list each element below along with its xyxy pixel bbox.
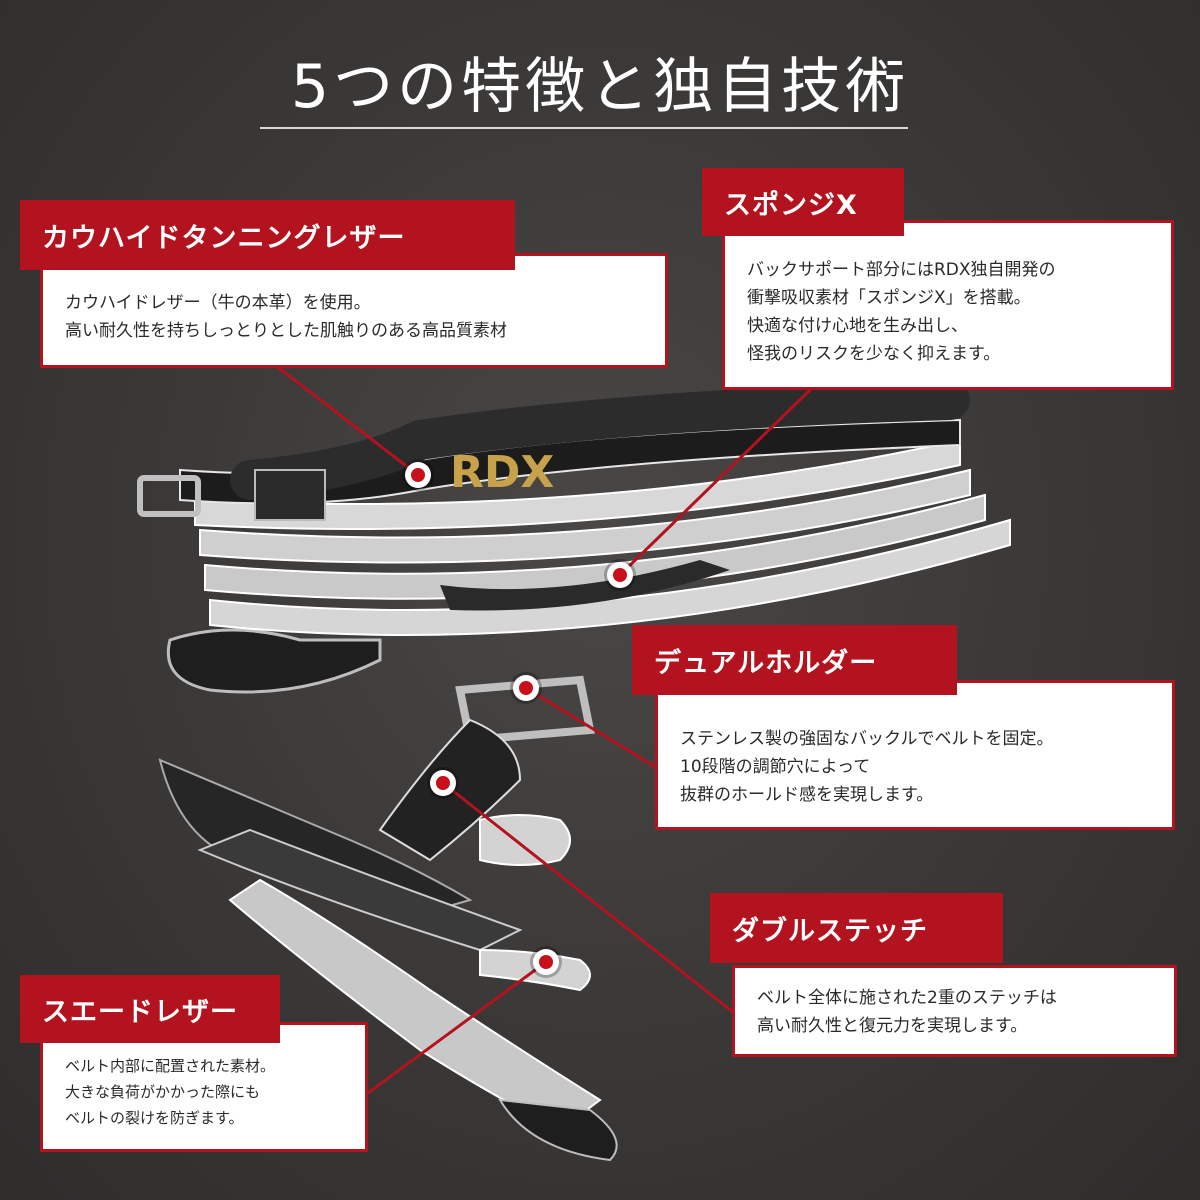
hotspot-dual-holder[interactable] [513, 675, 539, 701]
hotspot-double-stitch[interactable] [430, 770, 456, 796]
feature-text-line: バックサポート部分にはRDX独自開発の [747, 260, 1056, 280]
feature-text-line: 快適な付け心地を生み出し、 [747, 316, 968, 336]
feature-text-line: ステンレス製の強固なバックルでベルトを固定。 [680, 729, 1054, 749]
feature-box-double-stitch: ベルト全体に施された2重のステッチは 高い耐久性と復元力を実現します。 [732, 965, 1177, 1057]
feature-box-suede-leather: ベルト内部に配置された素材。 大きな負荷がかかった際にも ベルトの裂けを防ぎます… [40, 1022, 368, 1152]
feature-text-line: 10段階の調節穴によって [680, 757, 871, 777]
feature-box-dual-holder: ステンレス製の強固なバックルでベルトを固定。 10段階の調節穴によって 抜群のホ… [655, 680, 1175, 830]
feature-text-line: ベルト全体に施された2重のステッチは [757, 988, 1057, 1008]
feature-box-sponge-x: バックサポート部分にはRDX独自開発の 衝撃吸収素材「スポンジX」を搭載。 快適… [722, 220, 1174, 390]
feature-text-line: 怪我のリスクを少なく抑えます。 [747, 344, 1001, 364]
hotspot-suede-leather[interactable] [533, 949, 559, 975]
feature-text-line: 高い耐久性と復元力を実現します。 [757, 1016, 1028, 1036]
feature-box-cowhide-leather: カウハイドレザー（牛の本革）を使用。 高い耐久性を持ちしっとりとした肌触りのある… [40, 253, 668, 368]
hotspot-cowhide-leather[interactable] [405, 462, 431, 488]
title-divider [260, 127, 908, 129]
feature-label-sponge-x: スポンジX [702, 168, 904, 236]
feature-text-line: 抜群のホールド感を実現します。 [680, 785, 934, 805]
feature-label-double-stitch: ダブルステッチ [710, 893, 1003, 963]
feature-text-line: 高い耐久性を持ちしっとりとした肌触りのある高品質素材 [65, 321, 507, 341]
belt-logo: RDX [450, 447, 554, 498]
feature-label-suede-leather: スエードレザー [20, 975, 280, 1043]
feature-text-line: ベルトの裂けを防ぎます。 [65, 1109, 244, 1127]
hotspot-sponge-x[interactable] [607, 562, 633, 588]
feature-text-line: 大きな負荷がかかった際にも [65, 1083, 261, 1101]
feature-text-line: 衝撃吸収素材「スポンジX」を搭載。 [747, 288, 1031, 308]
page-title: 5つの特徴と独自技術 [290, 52, 910, 122]
feature-label-dual-holder: デュアルホルダー [632, 625, 957, 695]
feature-text-line: カウハイドレザー（牛の本革）を使用。 [65, 293, 371, 313]
feature-label-cowhide-leather: カウハイドタンニングレザー [20, 200, 515, 270]
feature-text-line: ベルト内部に配置された素材。 [65, 1057, 276, 1075]
